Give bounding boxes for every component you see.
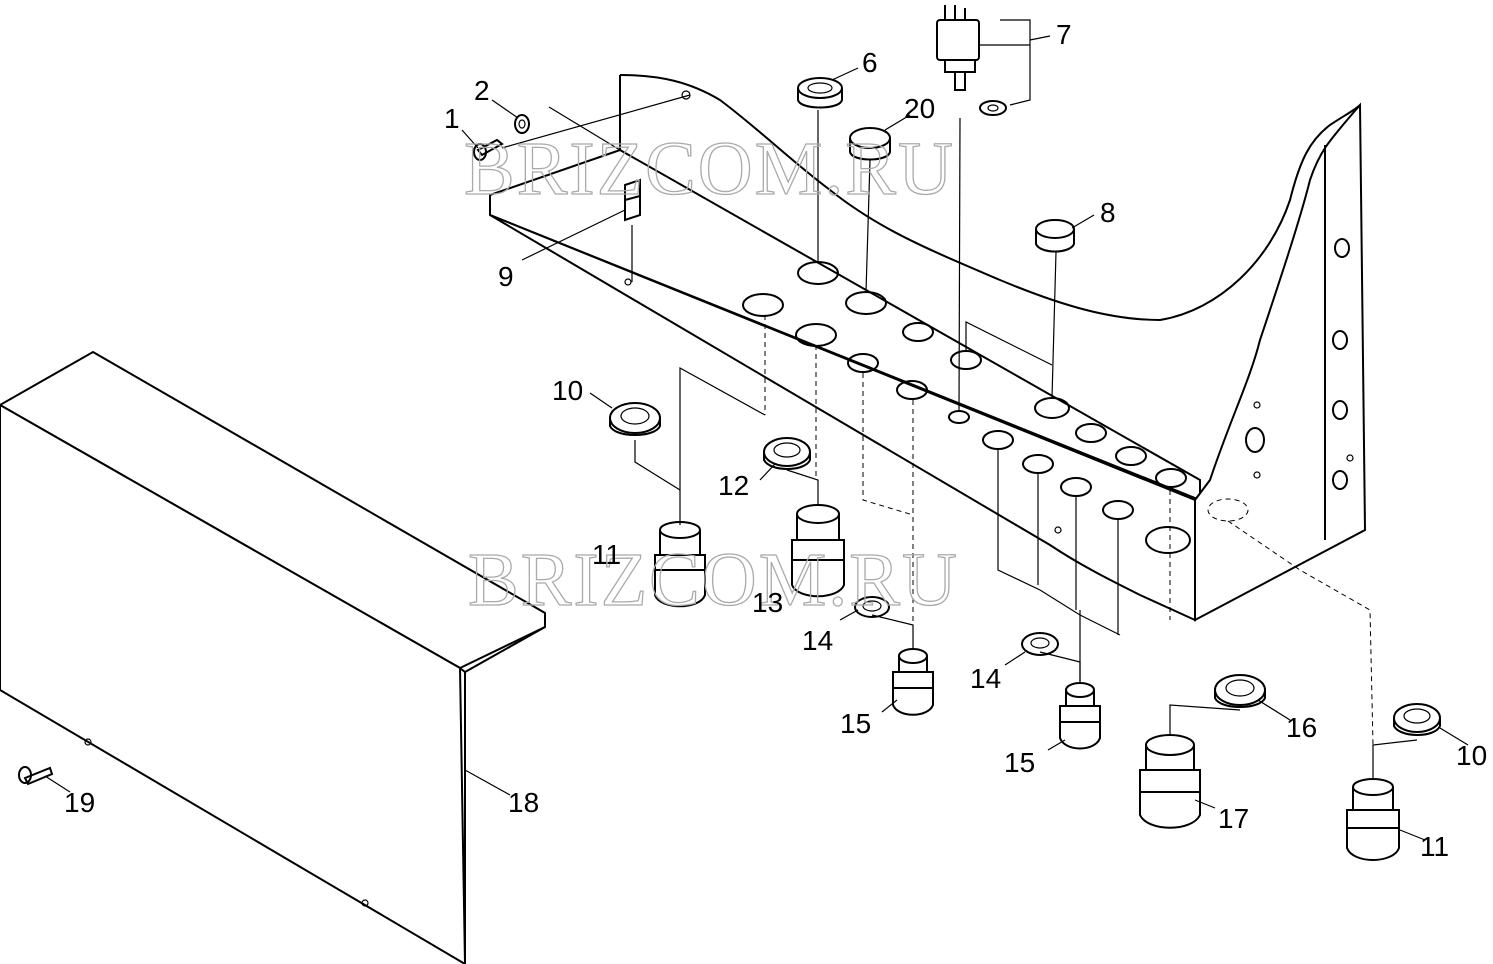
fitting-17: [1139, 734, 1201, 829]
nut-16: [1214, 674, 1266, 708]
callout-10-left: 10: [552, 375, 583, 406]
callout-6: 6: [862, 47, 878, 78]
nut-10-right: [1393, 703, 1441, 736]
callout-15-left: 15: [840, 708, 871, 739]
callout-15-right: 15: [1004, 747, 1035, 778]
callout-11-left: 11: [592, 539, 621, 570]
callout-14-left: 14: [802, 625, 833, 656]
callout-8: 8: [1100, 197, 1116, 228]
screw-1: [473, 138, 504, 161]
switch-7: [936, 5, 1007, 116]
callout-20: 20: [904, 93, 935, 124]
clip-9: [624, 178, 641, 222]
fitting-15-left: [892, 648, 934, 716]
callout-12: 12: [718, 470, 749, 501]
callout-leaders: [44, 35, 1469, 841]
washer-14-left: [854, 596, 890, 618]
cap-6: [797, 77, 843, 109]
callout-16: 16: [1286, 712, 1317, 743]
screw-19: [18, 766, 54, 786]
callout-9: 9: [498, 261, 514, 292]
callout-14-right: 14: [970, 663, 1001, 694]
callout-11-right: 11: [1420, 831, 1449, 862]
nut-12: [763, 437, 811, 470]
callout-2: 2: [474, 75, 490, 106]
watermark-top: BRIZCOM.RU: [464, 127, 955, 211]
front-panel: [0, 350, 546, 964]
watermark-bottom: BRIZCOM.RU: [468, 538, 959, 622]
fitting-11-right: [1346, 778, 1400, 861]
callout-13: 13: [752, 587, 783, 618]
plug-8: [1035, 219, 1075, 253]
plug-20: [849, 127, 891, 161]
callout-18: 18: [508, 787, 539, 818]
mounting-bracket: [489, 74, 1367, 622]
callout-7: 7: [1056, 19, 1072, 50]
assembly-guides: [501, 19, 1418, 779]
washer-2: [514, 114, 530, 134]
nut-10-left: [609, 402, 661, 436]
callout-1: 1: [444, 103, 460, 134]
callout-10-right: 10: [1456, 740, 1487, 771]
callout-17: 17: [1218, 803, 1249, 834]
callout-labels: 1 2 6 7 8 9 10 10 11 11 12 13 14 14 15 1…: [64, 19, 1487, 862]
callout-19: 19: [64, 787, 95, 818]
washer-14-right: [1021, 632, 1059, 656]
fitting-15-right: [1059, 682, 1101, 750]
